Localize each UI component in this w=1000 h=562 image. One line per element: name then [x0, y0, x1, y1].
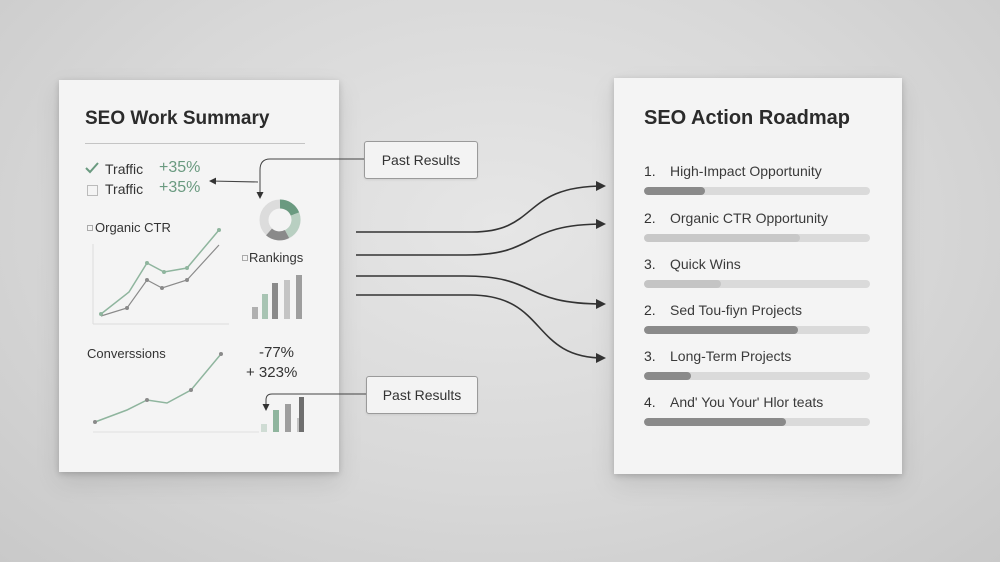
organic-ctr-label: Organic CTR: [95, 220, 171, 235]
roadmap-item-text: Sed Tou-fiyn Projects: [670, 302, 803, 318]
metric-value-traffic-2: +35%: [159, 179, 201, 196]
progress-fill: [644, 187, 706, 195]
conversions-bar-chart: [261, 397, 304, 432]
stat-value-2: + 323%: [246, 364, 298, 381]
progress-track: [644, 326, 870, 334]
rankings-label: Rankings: [249, 250, 304, 265]
sheet-title: SEO Work Summary: [85, 108, 270, 129]
conversions-chart: [93, 352, 259, 433]
past-results-callout-2: Past Results: [366, 376, 478, 414]
check-icon: [85, 162, 99, 174]
progress-track: [644, 234, 870, 242]
conversions-label: Converssions: [87, 346, 166, 361]
roadmap-item-number: 1.: [644, 163, 656, 179]
progress-fill: [644, 234, 800, 242]
roadmap-item-number: 4.: [644, 394, 656, 410]
seo-action-roadmap-sheet: SEO Action Roadmap 1. High-Impact Opport…: [614, 78, 902, 474]
roadmap-item-text: High-Impact Opportunity: [670, 163, 822, 179]
sheet-title: SEO Action Roadmap: [644, 107, 850, 129]
rankings-donut-chart: [259, 199, 301, 241]
metric-value-traffic: +35%: [159, 159, 201, 176]
progress-fill: [644, 418, 787, 426]
progress-track: [644, 418, 870, 426]
rankings-bar-chart: [252, 275, 302, 319]
bullet-icon: [87, 225, 93, 231]
past-results-callout: Past Results: [364, 141, 478, 179]
roadmap-item-text: And' You Your' Hlor teats: [670, 394, 824, 410]
progress-track: [644, 280, 870, 288]
progress-track: [644, 187, 870, 195]
roadmap-item-number: 2.: [644, 302, 656, 318]
progress-track: [644, 372, 870, 380]
progress-fill: [644, 326, 798, 334]
roadmap-item-text: Quick Wins: [670, 256, 741, 272]
roadmap-item-text: Long-Term Projects: [670, 348, 792, 364]
roadmap-item-number: 3.: [644, 256, 656, 272]
progress-fill: [644, 280, 721, 288]
progress-fill: [644, 372, 692, 380]
metric-label-traffic: Traffic: [105, 161, 144, 177]
metric-label-traffic-2: Traffic: [105, 181, 144, 197]
checkbox-icon: [87, 185, 98, 196]
roadmap-item-number: 2.: [644, 210, 656, 226]
stat-value-1: -77%: [259, 344, 295, 361]
roadmap-item-number: 3.: [644, 348, 656, 364]
bullet-icon: [242, 255, 248, 261]
title-divider: [85, 143, 305, 144]
roadmap-item-text: Organic CTR Opportunity: [670, 210, 828, 226]
organic-ctr-chart: [92, 228, 229, 325]
seo-work-summary-sheet: SEO Work Summary Traffic +35% Traffic +3…: [59, 80, 339, 472]
